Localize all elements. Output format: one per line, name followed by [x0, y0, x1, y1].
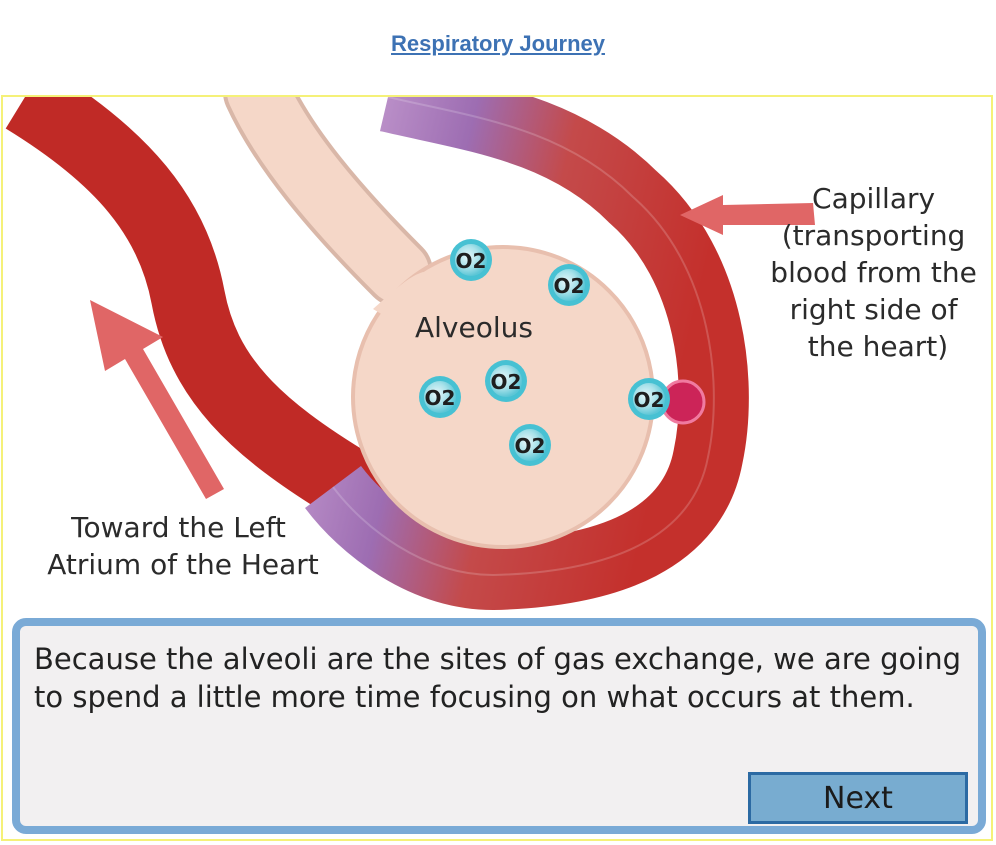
svg-text:O2: O2 [491, 370, 522, 394]
svg-text:O2: O2 [425, 386, 456, 410]
capillary [305, 97, 749, 611]
arrow-to-capillary [680, 195, 815, 235]
page-title[interactable]: Respiratory Journey [391, 31, 605, 56]
left-atrium-label: Toward the Left Atrium of the Heart [47, 511, 319, 581]
svg-text:O2: O2 [515, 434, 546, 458]
oxygen-molecule: O2 [628, 378, 670, 420]
oxygen-molecule: O2 [485, 360, 527, 402]
oxygen-molecule: O2 [419, 376, 461, 418]
svg-text:O2: O2 [634, 388, 665, 412]
arrow-toward-heart [90, 300, 224, 499]
oxygen-molecule: O2 [450, 239, 492, 281]
narration-text: Because the alveoli are the sites of gas… [34, 642, 962, 714]
svg-text:O2: O2 [456, 249, 487, 273]
oxygen-molecule: O2 [509, 424, 551, 466]
next-button[interactable]: Next [748, 772, 968, 824]
oxygen-molecule: O2 [548, 264, 590, 306]
narration-panel: Because the alveoli are the sites of gas… [12, 618, 986, 834]
svg-text:O2: O2 [554, 274, 585, 298]
alveolus-label: Alveolus [415, 311, 533, 344]
capillary-label: Capillary (transporting blood from the r… [770, 182, 985, 363]
alveolus-diagram: O2 O2 O2 O2 O2 O2 Alveolus Capillary (tr… [5, 97, 985, 611]
